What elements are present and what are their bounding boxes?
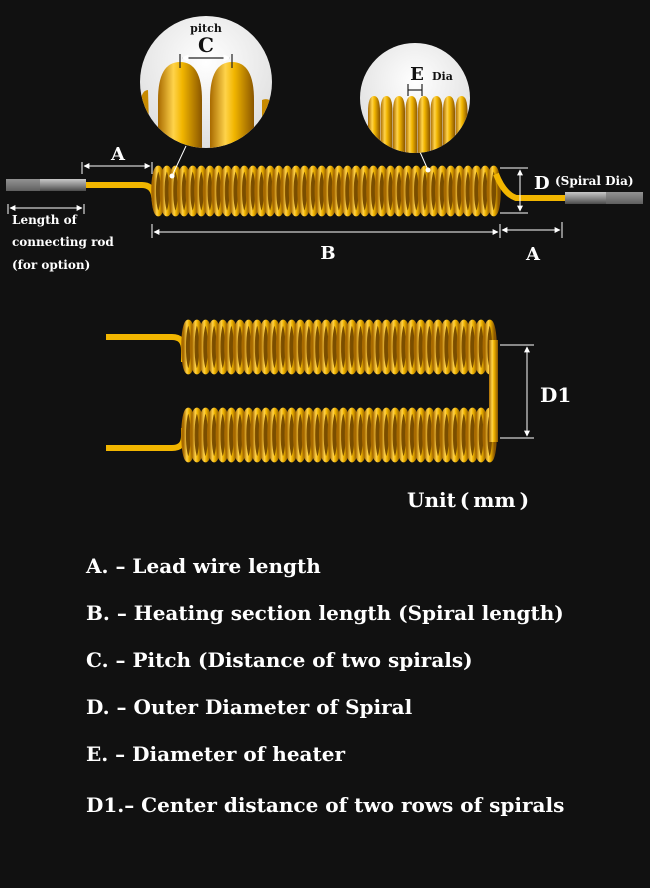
- coil-turn: [486, 165, 501, 217]
- legend-item-c: C. – Pitch (Distance of two spirals): [86, 648, 473, 672]
- bottom-upper-lead-wire: [106, 334, 187, 362]
- zoom-diameter-circle: [360, 43, 470, 153]
- legend-item-b: B. – Heating section length (Spiral leng…: [86, 601, 564, 625]
- zoom-e-label: E: [410, 64, 424, 85]
- zoom-e-note: Dia: [432, 70, 453, 83]
- bottom-heater: [106, 319, 498, 463]
- top-spiral-coil: [151, 165, 501, 217]
- legend-item-e: E. – Diameter of heater: [86, 742, 346, 766]
- top-heater: [6, 165, 643, 217]
- zoom-pitch-circle: [140, 16, 272, 148]
- connecting-bend: [489, 340, 498, 442]
- label-a-right: A: [525, 244, 541, 265]
- rod-label-line1: Length of: [12, 213, 78, 227]
- label-d-note: (Spiral Dia): [555, 174, 634, 188]
- legend-item-d: D. – Outer Diameter of Spiral: [86, 695, 413, 719]
- zoom-c-label: C: [198, 33, 214, 57]
- label-b: B: [320, 243, 335, 264]
- label-d1: D1: [540, 383, 571, 407]
- bottom-lower-lead-wire: [106, 428, 187, 451]
- legend-list: A. – Lead wire length B. – Heating secti…: [86, 556, 646, 842]
- lower-row-spiral: [181, 407, 497, 463]
- left-lead-wire: [86, 182, 159, 209]
- d1-dimension: [500, 344, 534, 439]
- dimension-lines-top: [7, 145, 563, 238]
- label-a-left: A: [110, 144, 126, 165]
- label-d: D: [534, 173, 550, 194]
- unit-label: Unit ( mm ): [407, 488, 530, 512]
- legend-item-d1: D1.– Center distance of two rows of spir…: [86, 793, 565, 817]
- spiral-heater-diagram: pitch C E Dia A B A D (Spiral Dia) Lengt…: [6, 16, 643, 463]
- rod-label-line3: (for option): [12, 258, 90, 272]
- upper-row-spiral: [181, 319, 497, 375]
- legend-item-a: A. – Lead wire length: [86, 554, 321, 578]
- zoom-c-title: pitch: [190, 22, 222, 35]
- right-lead-wire: [493, 172, 565, 201]
- rod-label-line2: connecting rod: [12, 235, 114, 249]
